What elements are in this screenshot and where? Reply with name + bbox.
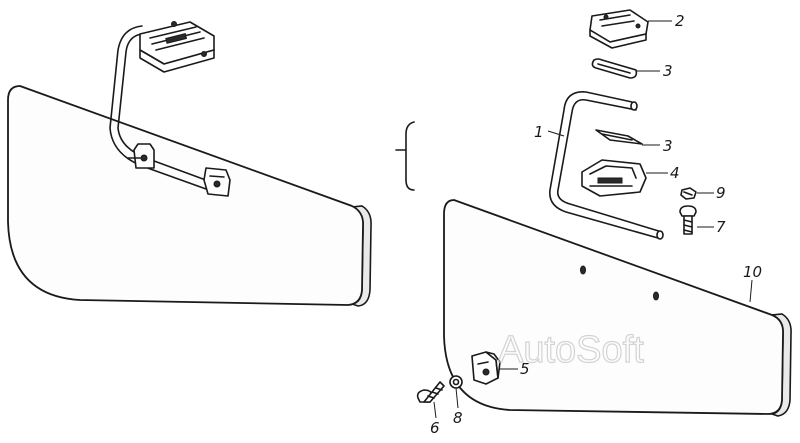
callout-7: 7 [716, 218, 726, 236]
exploded-sun-visor [416, 9, 792, 417]
callout-8: 8 [453, 409, 463, 427]
panel-hole-left [580, 265, 586, 275]
part-6-bolt [416, 381, 445, 403]
callout-9: 9 [716, 184, 726, 202]
callout-1: 1 [534, 123, 544, 141]
assembled-end-clip [203, 167, 231, 197]
assembled-sun-visor [7, 21, 372, 307]
part-3-insert-strip-lower [595, 129, 643, 145]
assembled-visor-rod-inner [109, 25, 221, 195]
callout-10: 10 [743, 263, 762, 281]
assembled-hinge-clip [127, 143, 155, 169]
callout-numbers: 2 3 1 3 4 9 7 10 5 6 8 [430, 12, 762, 437]
assembled-visor-panel [7, 85, 364, 306]
assembled-mount-bracket [139, 21, 215, 73]
callout-2: 2 [675, 12, 685, 30]
callout-3-lower: 3 [663, 137, 673, 155]
part-1-rod-inner [556, 98, 663, 233]
part-9-nut [680, 187, 697, 200]
part-5-clip [471, 351, 501, 385]
callout-5: 5 [520, 360, 530, 378]
part-7-screw [679, 205, 697, 235]
callout-6: 6 [430, 419, 440, 437]
part-10-visor-panel [443, 199, 784, 415]
part-8-washer [449, 375, 463, 389]
part-1-rod [549, 91, 659, 239]
separator-bracket [395, 121, 415, 191]
part-2-bracket-cover [589, 9, 649, 49]
leader-lines [433, 20, 753, 419]
part-3-insert-strip-upper [591, 58, 638, 79]
callout-3-upper: 3 [663, 62, 673, 80]
callout-4: 4 [670, 164, 680, 182]
watermark-text: AutoSoft [498, 329, 644, 371]
panel-hole-right [653, 291, 659, 301]
part-4-bracket-housing [581, 159, 647, 197]
